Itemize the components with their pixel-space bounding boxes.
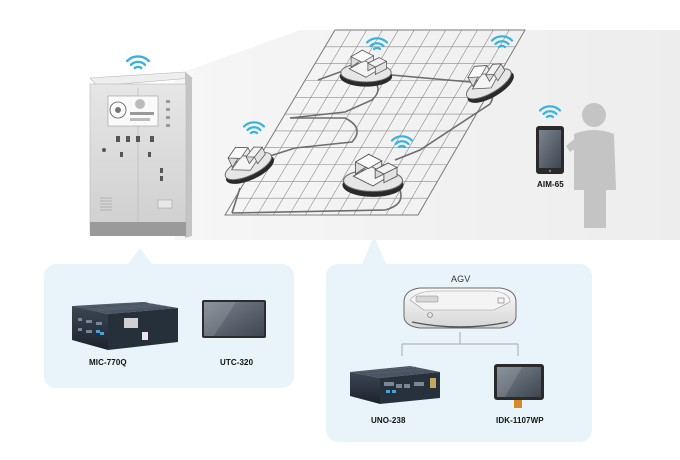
agv-device (403, 287, 517, 329)
aim65-label: AIM-65 (537, 180, 564, 189)
mic7700q-label: MIC-770Q (89, 358, 127, 367)
box-pc (72, 301, 178, 350)
utc320-label: UTC-320 (220, 358, 254, 367)
agv-label: AGV (451, 274, 471, 284)
box-pc-small (350, 366, 440, 404)
wifi-icon (125, 55, 151, 70)
uno238-label: UNO-238 (371, 416, 406, 425)
control-cabinet (89, 71, 193, 238)
person-icon (566, 103, 616, 228)
grid-lines (235, 29, 516, 216)
panel-right (326, 236, 592, 442)
touch-display (202, 300, 266, 338)
agv-connector-lines (401, 332, 519, 356)
floor-background (175, 30, 680, 240)
idk1107wp-label: IDK-1107WP (496, 416, 544, 425)
tablet (536, 126, 564, 174)
touch-display-small (494, 364, 544, 408)
